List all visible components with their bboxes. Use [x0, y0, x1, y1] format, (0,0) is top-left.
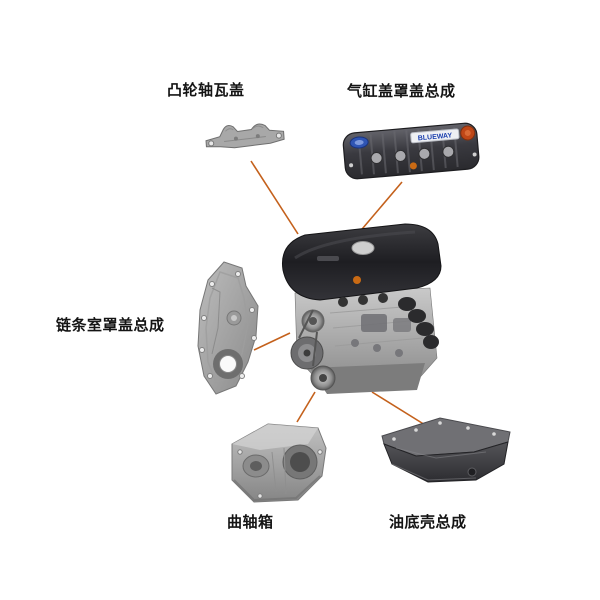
crankcase-illustration [231, 423, 327, 503]
engine-assembly-illustration [281, 223, 442, 394]
connector-crankcase [296, 391, 316, 423]
label-valve-cover: 气缸盖罩盖总成 [347, 83, 456, 100]
valve-cover-brand-text: BLUEWAY [418, 132, 453, 142]
engine-assembly-image [265, 218, 455, 408]
oil-pan-illustration [381, 417, 511, 483]
oil-pan-image [376, 412, 516, 492]
label-chain-cover: 链条室罩盖总成 [56, 317, 165, 334]
connector-chain-cover [253, 332, 291, 351]
valve-cover-image: BLUEWAY [336, 108, 486, 188]
drain-plug [467, 467, 477, 477]
crankcase-image [220, 414, 335, 509]
connector-oil-pan [371, 391, 431, 429]
engine-cover-badge [351, 241, 375, 255]
camshaft-cap-illustration [205, 123, 285, 149]
label-oil-pan: 油底壳总成 [389, 514, 467, 531]
connector-valve-cover [356, 181, 403, 236]
chain-cover-illustration [197, 261, 259, 395]
camshaft-cap-image [200, 118, 290, 160]
label-camshaft-cap: 凸轮轴瓦盖 [167, 82, 245, 99]
label-crankcase: 曲轴箱 [227, 514, 274, 531]
connector-camshaft-cap [250, 160, 299, 235]
chain-cover-image [190, 258, 270, 400]
valve-cover-illustration: BLUEWAY [342, 122, 480, 180]
